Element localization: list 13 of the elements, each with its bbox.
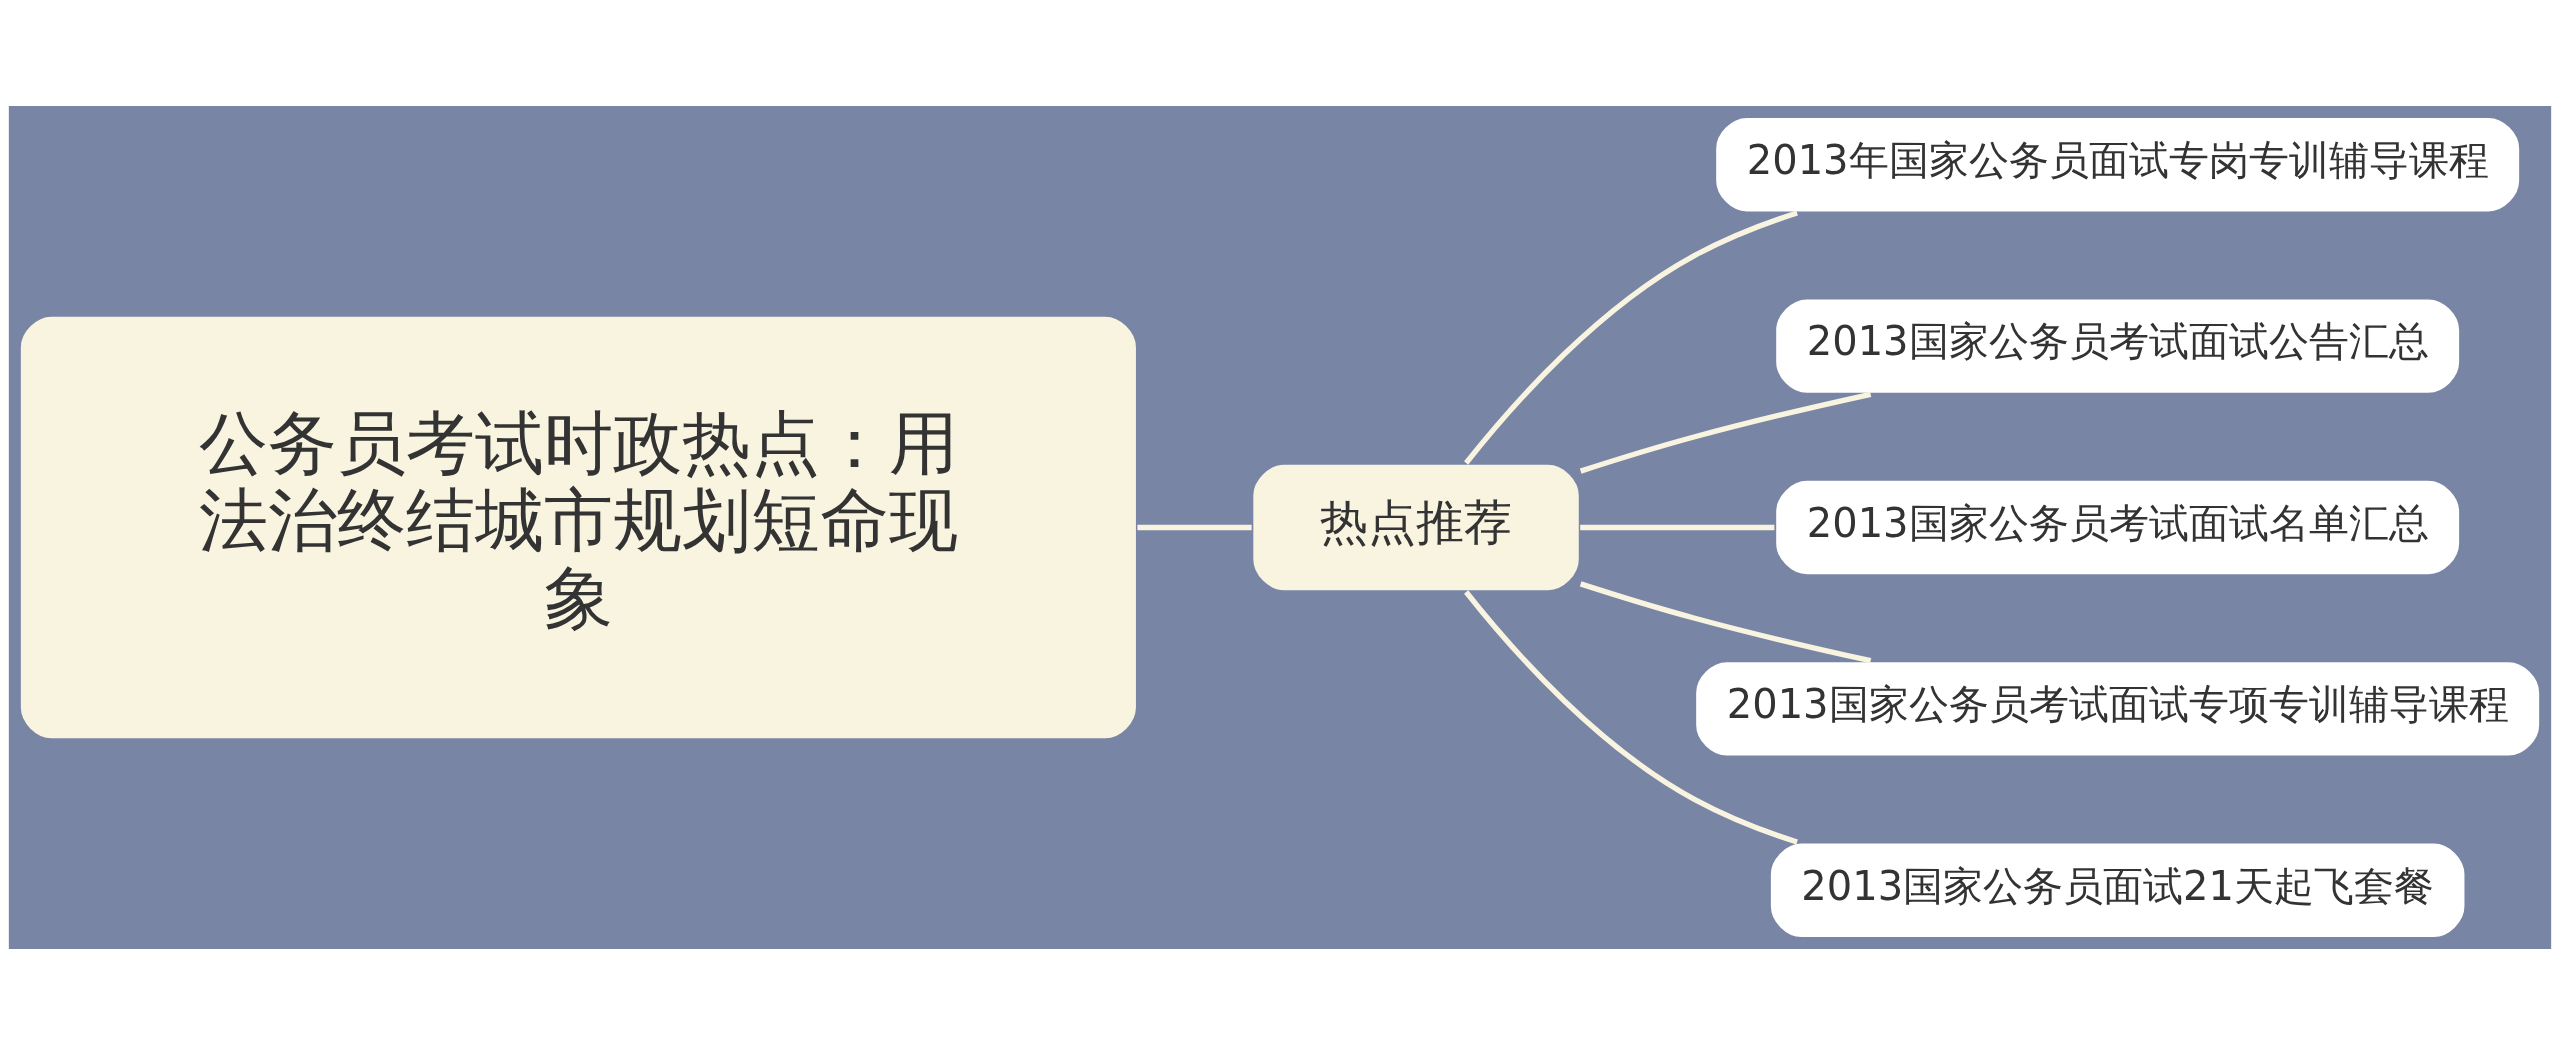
connector [1464, 590, 1798, 845]
node-box: 热点推荐 [1250, 462, 1582, 593]
node-box: 2013国家公务员面试21天起飞套餐 [1768, 840, 2468, 940]
node-box: 2013国家公务员考试面试公告汇总 [1773, 296, 2462, 396]
node-box: 公务员考试时政热点：用法治终结城市规划短命现象 [18, 314, 1139, 741]
connector [1579, 581, 1872, 664]
node-box: 2013年国家公务员面试专岗专训辅导课程 [1713, 115, 2522, 215]
connector [1464, 210, 1798, 465]
node-box: 2013国家公务员考试面试专项专训辅导课程 [1693, 659, 2542, 759]
node-box: 2013国家公务员考试面试名单汇总 [1773, 478, 2462, 577]
connector [1579, 391, 1872, 474]
connector [1137, 524, 1252, 531]
connector [1580, 524, 1775, 531]
